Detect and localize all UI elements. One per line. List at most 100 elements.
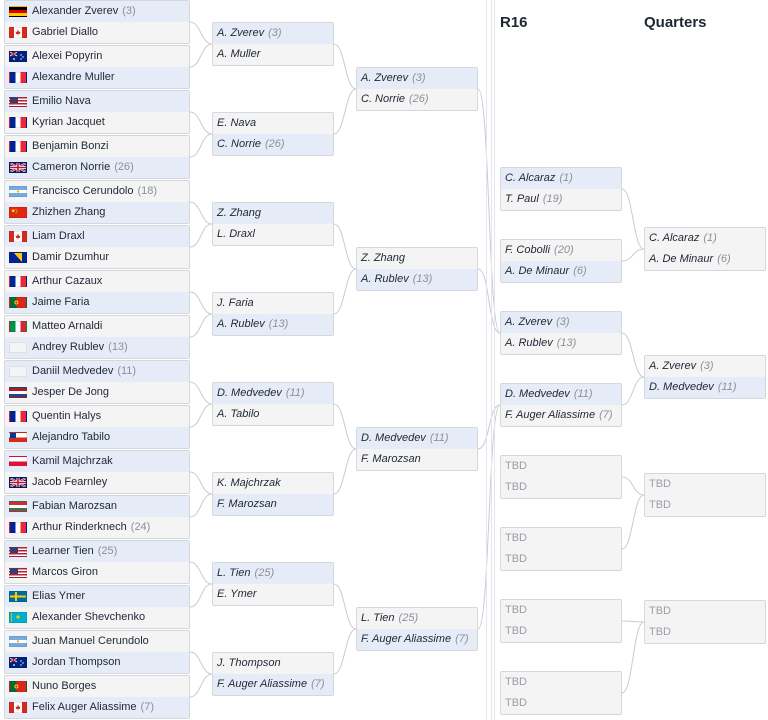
match-card[interactable]: C. Alcaraz(1)A. De Minaur(6)	[644, 227, 766, 271]
player-slot[interactable]: Fabian Marozsan	[5, 496, 189, 517]
player-slot[interactable]: Gabriel Diallo	[5, 22, 189, 43]
player-slot[interactable]: D. Medvedev(11)	[357, 428, 477, 449]
match-card[interactable]: Learner Tien(25)Marcos Giron	[4, 540, 190, 584]
player-slot[interactable]: TBD	[501, 621, 621, 642]
player-slot[interactable]: Alexandre Muller	[5, 67, 189, 88]
player-slot[interactable]: F. Marozsan	[357, 449, 477, 470]
player-slot[interactable]: C. Alcaraz(1)	[501, 168, 621, 189]
player-slot[interactable]: A. Zverev(3)	[357, 68, 477, 89]
player-slot[interactable]: TBD	[501, 528, 621, 549]
player-slot[interactable]: L. Draxl	[213, 224, 333, 245]
player-slot[interactable]: F. Auger Aliassime(7)	[501, 405, 621, 426]
player-slot[interactable]: TBD	[645, 601, 765, 622]
player-slot[interactable]: Jaime Faria	[5, 292, 189, 313]
player-slot[interactable]: Francisco Cerundolo(18)	[5, 181, 189, 202]
player-slot[interactable]: Quentin Halys	[5, 406, 189, 427]
player-slot[interactable]: TBD	[645, 474, 765, 495]
player-slot[interactable]: Arthur Cazaux	[5, 271, 189, 292]
player-slot[interactable]: E. Ymer	[213, 584, 333, 605]
player-slot[interactable]: D. Medvedev(11)	[213, 383, 333, 404]
player-slot[interactable]: Cameron Norrie(26)	[5, 157, 189, 178]
player-slot[interactable]: Juan Manuel Cerundolo	[5, 631, 189, 652]
player-slot[interactable]: Felix Auger Aliassime(7)	[5, 697, 189, 718]
player-slot[interactable]: Z. Zhang	[213, 203, 333, 224]
player-slot[interactable]: Liam Draxl	[5, 226, 189, 247]
player-slot[interactable]: A. Zverev(3)	[645, 356, 765, 377]
player-slot[interactable]: E. Nava	[213, 113, 333, 134]
player-slot[interactable]: Matteo Arnaldi	[5, 316, 189, 337]
match-card[interactable]: A. Zverev(3)D. Medvedev(11)	[644, 355, 766, 399]
player-slot[interactable]: K. Majchrzak	[213, 473, 333, 494]
player-slot[interactable]: C. Norrie(26)	[357, 89, 477, 110]
player-slot[interactable]: J. Faria	[213, 293, 333, 314]
player-slot[interactable]: F. Auger Aliassime(7)	[213, 674, 333, 695]
player-slot[interactable]: TBD	[501, 672, 621, 693]
player-slot[interactable]: A. Rublev(13)	[357, 269, 477, 290]
player-slot[interactable]: Alejandro Tabilo	[5, 427, 189, 448]
player-slot[interactable]: Z. Zhang	[357, 248, 477, 269]
player-slot[interactable]: Andrey Rublev(13)	[5, 337, 189, 358]
match-card[interactable]: L. Tien(25)E. Ymer	[212, 562, 334, 606]
player-slot[interactable]: Jesper De Jong	[5, 382, 189, 403]
player-slot[interactable]: Kyrian Jacquet	[5, 112, 189, 133]
match-card[interactable]: L. Tien(25)F. Auger Aliassime(7)	[356, 607, 478, 651]
player-slot[interactable]: Nuno Borges	[5, 676, 189, 697]
player-slot[interactable]: Arthur Rinderknech(24)	[5, 517, 189, 538]
player-slot[interactable]: TBD	[501, 456, 621, 477]
player-slot[interactable]: Kamil Majchrzak	[5, 451, 189, 472]
player-slot[interactable]: J. Thompson	[213, 653, 333, 674]
player-slot[interactable]: TBD	[501, 693, 621, 714]
player-slot[interactable]: A. Zverev(3)	[501, 312, 621, 333]
player-slot[interactable]: A. Zverev(3)	[213, 23, 333, 44]
match-card[interactable]: Alexander Zverev(3)Gabriel Diallo	[4, 0, 190, 44]
player-slot[interactable]: A. Muller	[213, 44, 333, 65]
match-card[interactable]: Francisco Cerundolo(18)Zhizhen Zhang	[4, 180, 190, 224]
player-slot[interactable]: L. Tien(25)	[357, 608, 477, 629]
player-slot[interactable]: F. Cobolli(20)	[501, 240, 621, 261]
player-slot[interactable]: Jordan Thompson	[5, 652, 189, 673]
match-card[interactable]: Daniil Medvedev(11)Jesper De Jong	[4, 360, 190, 404]
player-slot[interactable]: L. Tien(25)	[213, 563, 333, 584]
match-card[interactable]: A. Zverev(3)A. Muller	[212, 22, 334, 66]
match-card[interactable]: D. Medvedev(11)A. Tabilo	[212, 382, 334, 426]
player-slot[interactable]: D. Medvedev(11)	[501, 384, 621, 405]
player-slot[interactable]: F. Marozsan	[213, 494, 333, 515]
player-slot[interactable]: TBD	[645, 622, 765, 643]
player-slot[interactable]: F. Auger Aliassime(7)	[357, 629, 477, 650]
match-card[interactable]: D. Medvedev(11)F. Auger Aliassime(7)	[500, 383, 622, 427]
match-card[interactable]: C. Alcaraz(1)T. Paul(19)	[500, 167, 622, 211]
player-slot[interactable]: A. Rublev(13)	[213, 314, 333, 335]
player-slot[interactable]: Benjamin Bonzi	[5, 136, 189, 157]
player-slot[interactable]: Elias Ymer	[5, 586, 189, 607]
player-slot[interactable]: Alexei Popyrin	[5, 46, 189, 67]
match-card[interactable]: A. Zverev(3)A. Rublev(13)	[500, 311, 622, 355]
player-slot[interactable]: C. Norrie(26)	[213, 134, 333, 155]
match-card[interactable]: D. Medvedev(11)F. Marozsan	[356, 427, 478, 471]
player-slot[interactable]: TBD	[501, 477, 621, 498]
player-slot[interactable]: A. De Minaur(6)	[645, 249, 765, 270]
player-slot[interactable]: Jacob Fearnley	[5, 472, 189, 493]
player-slot[interactable]: TBD	[501, 600, 621, 621]
player-slot[interactable]: Alexander Shevchenko	[5, 607, 189, 628]
player-slot[interactable]: TBD	[645, 495, 765, 516]
player-slot[interactable]: D. Medvedev(11)	[645, 377, 765, 398]
player-slot[interactable]: T. Paul(19)	[501, 189, 621, 210]
